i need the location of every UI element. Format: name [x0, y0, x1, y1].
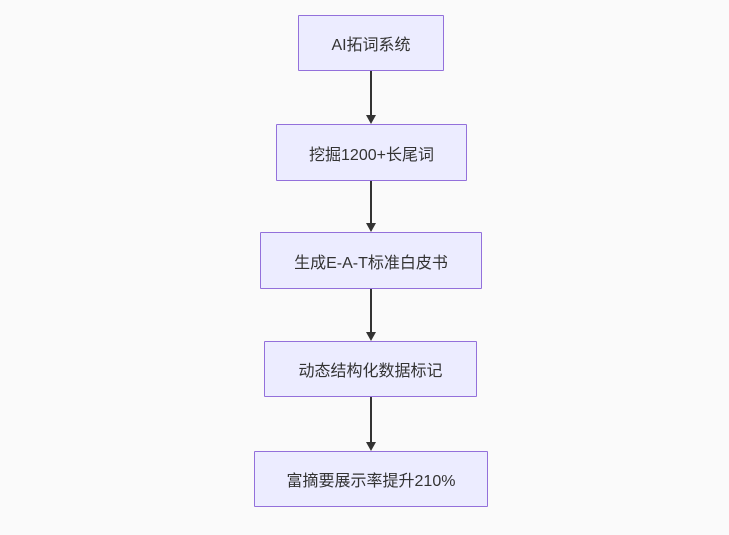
- edge-line: [370, 71, 372, 115]
- flow-edge-4: [366, 397, 376, 451]
- flow-node-rich-snippet-result: 富摘要展示率提升210%: [254, 451, 488, 507]
- arrowhead-down-icon: [366, 223, 376, 232]
- flow-node-label: 生成E-A-T标准白皮书: [294, 254, 448, 272]
- flow-edge-1: [366, 71, 376, 124]
- arrowhead-down-icon: [366, 442, 376, 451]
- flow-edge-2: [366, 181, 376, 232]
- flow-edge-3: [366, 289, 376, 341]
- edge-line: [370, 397, 372, 442]
- edge-line: [370, 181, 372, 223]
- flow-node-label: 动态结构化数据标记: [298, 363, 443, 380]
- flow-node-structured-data-markup: 动态结构化数据标记: [264, 341, 477, 397]
- flow-node-ai-keyword-system: AI拓词系统: [298, 15, 444, 71]
- arrowhead-down-icon: [366, 115, 376, 124]
- flow-node-label: 富摘要展示率提升210%: [286, 473, 456, 490]
- arrowhead-down-icon: [366, 332, 376, 341]
- flow-node-label: 挖掘1200+长尾词: [309, 146, 434, 164]
- flow-node-longtail-mining: 挖掘1200+长尾词: [276, 124, 467, 181]
- edge-line: [370, 289, 372, 332]
- flow-node-eat-whitepaper: 生成E-A-T标准白皮书: [260, 232, 482, 289]
- flow-node-label: AI拓词系统: [331, 37, 411, 54]
